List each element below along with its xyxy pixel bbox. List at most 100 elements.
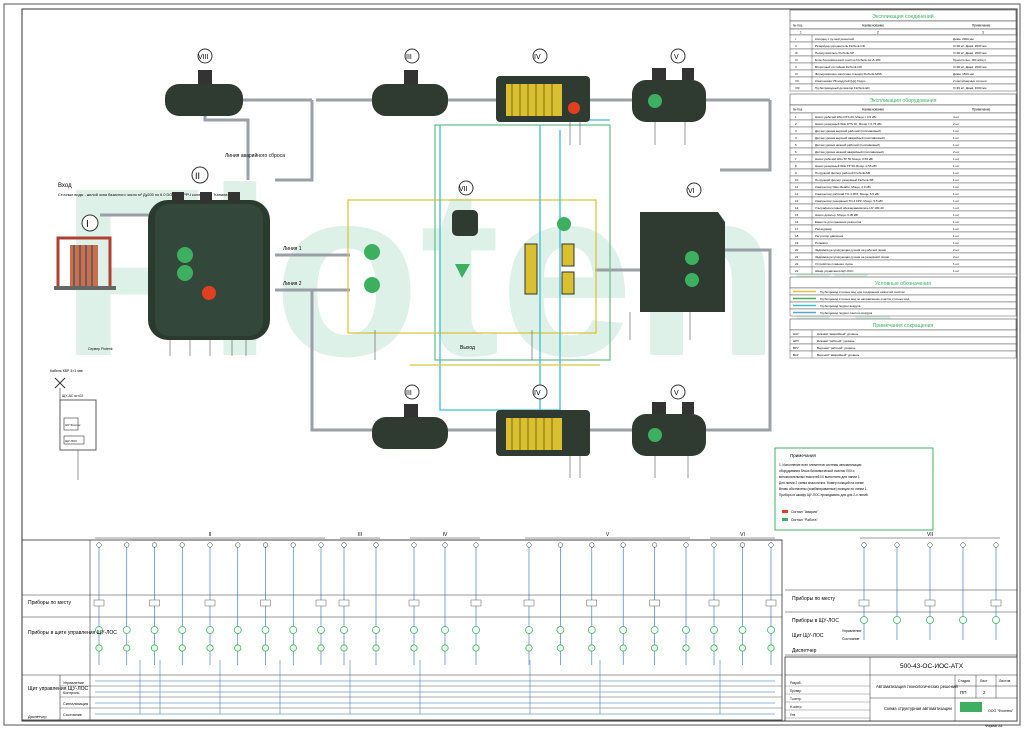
outlet-label: Выход: [460, 345, 475, 351]
main-tank-tag: [191, 166, 209, 184]
table-conn-cell: Вторичный отстойник FloTenk-OR: [815, 65, 863, 69]
cabinet-instrument: [372, 644, 380, 652]
pump-station: [364, 210, 575, 295]
table-abbr-cell: НАУ: [793, 332, 799, 336]
panel-instrument: [95, 626, 103, 634]
main-tank: [148, 192, 270, 340]
panel-instrument: [372, 626, 380, 634]
panel-instrument: [682, 626, 690, 634]
table-pipes-title: Условные обозначения: [875, 281, 931, 287]
table-equipment-header-0: № поз.: [793, 108, 803, 112]
cabinet-instrument: [682, 644, 690, 652]
field-instrument: [235, 542, 241, 548]
sorption-bot-label: IV: [534, 390, 541, 397]
table-equipment-cell: Датчик уровня нижний аварийный (поплавко…: [815, 150, 884, 154]
field-device-box: [260, 599, 271, 607]
inlet-well: [54, 214, 116, 290]
table-conn-cell: V=30 м³, Диам. 2000 мм: [953, 51, 986, 55]
group-label: III: [358, 532, 362, 538]
table-conn-num-0: 1: [800, 31, 802, 35]
table-equipment-cell: 19: [795, 241, 799, 245]
field-instrument: [960, 542, 966, 548]
cabinet-instrument: [588, 644, 596, 652]
row-label-panel: Приборы в щите управления ЩУ-ЛОС: [28, 630, 117, 636]
tb-role: Т.контр.: [790, 697, 802, 701]
table-pipes-cell: Трубопровод сточных вод по направлению о…: [820, 297, 909, 301]
cabinet-instrument: [525, 644, 533, 652]
field-device-box: [765, 599, 777, 607]
table-equipment-cell: Насос рабочий Wilo TP 50 Мощн. 0.55 кВт: [815, 157, 874, 161]
table-equipment-cell: 16: [795, 220, 799, 224]
storage-tank-bot-label: III: [406, 390, 412, 397]
collector-top: [632, 68, 706, 122]
field-instrument: [411, 542, 417, 548]
field-instrument: [373, 542, 379, 548]
table-conn-cell: Трубопроводный дегазатор FloTenk-ED: [815, 86, 870, 90]
cabinet-instrument: [234, 644, 242, 652]
tb-roles: Разраб.Провер.Т.контр.Н.контр.Утв.: [785, 681, 870, 719]
field-instrument: [96, 542, 102, 548]
field-device-box: [858, 599, 870, 607]
table-equipment-cell: Компрессор резервный ТО-4 FPZ, Мощн. 5.5…: [815, 199, 884, 203]
field-instrument: [473, 542, 479, 548]
table-conn-cell: V=15 м³, Диам. 1600 мм: [953, 86, 986, 90]
cabinet-box: ЩУ-ЛОС: [65, 439, 78, 443]
table-equipment-cell: 1 шт: [953, 199, 960, 203]
table-equipment-row: [789, 266, 1017, 275]
table-equipment-cell: 17: [795, 227, 799, 231]
field-instrument: [526, 542, 532, 548]
field-instrument: [683, 542, 689, 548]
separator: [640, 212, 725, 312]
table-conn-cell: Оросительн. 180 м3/сут: [953, 58, 987, 62]
row-sub-4: Диспетчер: [28, 715, 47, 719]
sorption-top-label: IV: [534, 54, 541, 61]
storage-tank-bot-tag: [404, 384, 420, 400]
row-sub-2: Сигнализация: [63, 702, 88, 706]
table-equipment-cell: Задвижка регулирующая ручная на рабочей …: [815, 248, 886, 252]
notes-line: вспомогательных емкостей I/II выполнить …: [779, 475, 860, 479]
table-equipment-cell: 2 шт: [953, 122, 960, 126]
table-abbr-cell: Верхний "аварийный" уровень: [817, 353, 860, 357]
table-equipment-cell: 4 шт: [953, 115, 960, 119]
table-conn-cell: Пескоуловитель FloTenk-SP: [815, 51, 854, 55]
table-pipes-cell: Трубопровод подачи воздуха: [820, 304, 861, 308]
table-conn-cell: VIII: [795, 86, 800, 90]
table-abbr-cell: ВАУ: [793, 353, 799, 357]
table-equipment-cell: Насос-дозатор, Мощн. 0.05 кВт: [815, 213, 859, 217]
panel-instrument: [619, 626, 628, 634]
table-conn-cell: VII: [795, 79, 799, 83]
table-equipment-cell: 1 шт: [953, 241, 960, 245]
table-conn-cell: V=30 м³, Диам. 2000 мм: [953, 44, 986, 48]
panel-instrument: [860, 616, 868, 624]
table-equipment-cell: 1 шт: [953, 227, 960, 231]
row-label-cabinet: Щит управления ЩУ-ЛОС: [28, 686, 89, 692]
table-equipment-cell: 1 шт: [953, 262, 960, 266]
table-equipment-cell: 22: [795, 262, 799, 266]
main-tank-label: II: [195, 171, 200, 181]
sorption-unit-top: [496, 76, 590, 122]
field-device-box: [149, 599, 160, 607]
storage-tank-bot: [372, 404, 448, 449]
table-equipment-cell: Компрессор Nitto Metabo, Мощн. 2.0 кВт: [815, 185, 872, 189]
table-abbr-cell: ВРУ: [793, 346, 799, 350]
panel-instrument: [893, 616, 901, 624]
inlet-label: I: [86, 219, 89, 230]
notes-legend-red: Сигнал "Авария": [791, 510, 819, 514]
panel-instrument: [410, 626, 418, 634]
table-equipment-cell: 1 шт: [953, 129, 960, 133]
field-instrument: [442, 542, 448, 548]
table-equipment-cell: 1 шт: [953, 143, 960, 147]
table-conn-cell: Диам. 1500 мм: [953, 72, 974, 76]
table-conn-num-2: 3: [982, 31, 984, 35]
table-equipment-header-2: Примечание: [972, 108, 991, 112]
table-equipment-cell: 11: [795, 185, 798, 189]
line2-label: Линия 2: [283, 281, 302, 287]
table-pipes-row: [789, 308, 1017, 317]
right-row-2: Щит ЩУ-ЛОС: [792, 633, 824, 639]
sorption-bot-tag: [532, 384, 548, 400]
bottom-diagram: [21, 539, 1017, 721]
collector-bot-tag: [670, 384, 686, 400]
bus-label: Кабель КВР 3×1 мм²: [50, 369, 84, 373]
table-equipment-cell: Датчик уровня верхний рабочий (поплавков…: [815, 129, 881, 133]
